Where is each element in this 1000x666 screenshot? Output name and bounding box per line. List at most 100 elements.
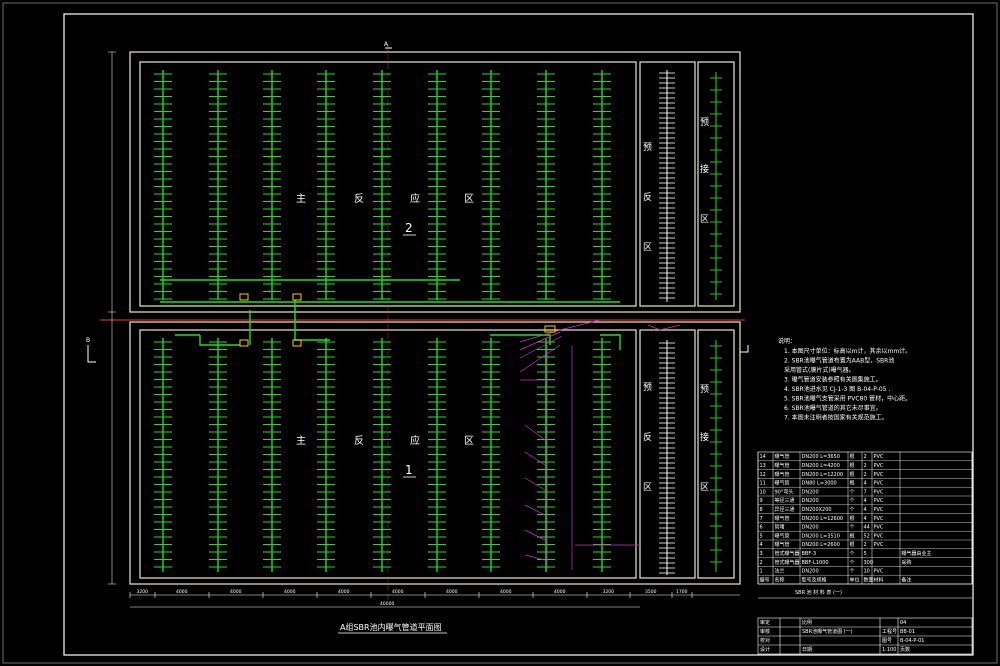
table-cell: 2 — [864, 542, 867, 548]
table-cell: PVC — [874, 489, 884, 495]
table-cell: 曝气管 — [775, 515, 790, 522]
table-cell: 管堵 — [775, 524, 785, 531]
table-cell: PVC — [874, 463, 884, 469]
title-block-cell: 校对 — [760, 637, 770, 644]
title-block-cell: 审定 — [760, 619, 770, 626]
pre-zone-char: 反 — [643, 192, 652, 203]
note-line: 2. SBR池曝气管道布置为AAB型，SBR池 — [784, 357, 894, 365]
dim-label: 1700 — [676, 589, 688, 595]
table-cell: 8 — [760, 507, 763, 513]
table-cell: DN200 — [802, 525, 819, 531]
dim-label: 4000 — [176, 589, 188, 595]
lower-zone-char: 区 — [464, 435, 474, 447]
aeration-lateral — [317, 70, 335, 300]
table-cell: 曝气管 — [775, 462, 790, 469]
right-zone-char: 预 — [700, 117, 709, 128]
upper-zone-char: 反 — [354, 193, 364, 205]
title-block-cell: 图号 — [882, 638, 892, 644]
title-block-cell: 审核 — [760, 628, 770, 635]
table-cell: 2 — [760, 560, 763, 566]
table-cell: 曝气管 — [775, 541, 790, 548]
pre-zone-char: 区 — [643, 242, 652, 253]
basin-number-1: 1 — [405, 463, 413, 477]
upper-aeration-pipes — [154, 70, 611, 300]
table-cell: 根 — [850, 480, 855, 487]
aeration-lateral — [263, 338, 281, 572]
side-aeration-pipes — [659, 70, 722, 575]
table-cell: 52 — [864, 533, 870, 539]
table-cell: 3 — [760, 551, 763, 557]
table-cell: 曝气管 — [775, 532, 790, 539]
table-cell: PVC — [874, 498, 884, 504]
note-line: 4. SBR池进水见 CJ-1-3 图 B-04-P-05 . — [784, 385, 890, 393]
table-cell: 1 — [760, 569, 763, 575]
table-cell: 等径三通 — [775, 497, 795, 504]
title-block-cell: BB-01 — [900, 629, 915, 635]
aeration-lateral — [154, 70, 172, 300]
table-cell: 2 — [864, 454, 867, 460]
table-cell: 11 — [760, 481, 766, 487]
right-zone-char: 区 — [700, 214, 709, 225]
table-header-cell: 材料 — [874, 576, 884, 583]
table-cell: 根 — [850, 462, 855, 469]
table-cell: 4 — [864, 516, 867, 522]
table-cell: 10 — [760, 489, 766, 495]
table-cell: 14 — [760, 454, 766, 460]
notes-list: 1. 本图尺寸单位：标高以m计，其余以mm计。2. SBR池曝气管道布置为AAB… — [784, 347, 911, 422]
table-cell: PVC — [874, 516, 884, 522]
table-cell: 个 — [850, 507, 855, 513]
dim-label: 4000 — [446, 589, 458, 595]
table-cell: 异径三通 — [775, 506, 795, 513]
table-header-cell: 单位 — [850, 576, 860, 583]
table-cell: DN200 — [802, 498, 819, 504]
left-dimensions — [108, 51, 116, 585]
aeration-lateral — [154, 338, 172, 572]
table-cell: 5 — [760, 533, 763, 539]
table-cell: 个 — [850, 525, 855, 531]
table-cell: 2 — [864, 463, 867, 469]
table-cell: 根 — [850, 453, 855, 460]
right-zone-char: 接 — [700, 163, 709, 175]
table-cell: 根 — [850, 471, 855, 478]
note-line: 3. 曝气管道安装参照有关图集施工。 — [784, 376, 882, 384]
lower-zone-char: 主 — [296, 435, 306, 447]
table-cell: BBF-3 — [802, 551, 817, 557]
table-cell: 300 — [864, 560, 874, 566]
aeration-lateral — [482, 70, 500, 300]
table-cell: 4 — [864, 498, 867, 504]
side-lateral — [659, 70, 675, 302]
dim-label: 4000 — [554, 589, 566, 595]
table-cell: PVC — [874, 569, 884, 575]
table-cell: 根 — [850, 541, 855, 548]
table-header-cell: 数量 — [864, 576, 874, 583]
aeration-lateral — [317, 338, 335, 572]
table-cell: PVC — [874, 454, 884, 460]
bottom-dimensions — [130, 594, 740, 608]
table-cell: 个 — [850, 489, 855, 495]
aeration-lateral — [482, 338, 500, 572]
title-block-cell: SBR池曝气管道图 (一) — [802, 628, 853, 635]
table-cell: BBF-L1000 — [802, 560, 829, 566]
dim-label: 4000 — [500, 589, 512, 595]
aeration-lateral — [373, 338, 391, 572]
table-cell: DN200 — [802, 489, 819, 495]
title-block-cell: 日期 — [802, 647, 812, 653]
pre-zone-char: 预 — [643, 142, 652, 153]
dim-label: 3200 — [603, 589, 615, 595]
table-cell: 曝气管 — [775, 471, 790, 478]
materials-caption: SBR 池 材 料 表 (一) — [795, 589, 842, 596]
table-cell: 管式曝气器 — [775, 550, 800, 557]
lower-aeration-pipes — [154, 338, 611, 572]
table-cell: 2 — [864, 472, 867, 478]
table-cell: 个 — [850, 560, 855, 566]
table-cell: 4 — [760, 542, 763, 548]
upper-zone-char: 区 — [464, 193, 474, 205]
table-cell: 10 — [864, 569, 870, 575]
pre-zone-char: 反 — [643, 432, 652, 443]
table-header-cell: 型号及规格 — [802, 576, 827, 583]
table-cell: 7 — [864, 489, 867, 495]
table-cell: 曝气管 — [775, 453, 790, 460]
